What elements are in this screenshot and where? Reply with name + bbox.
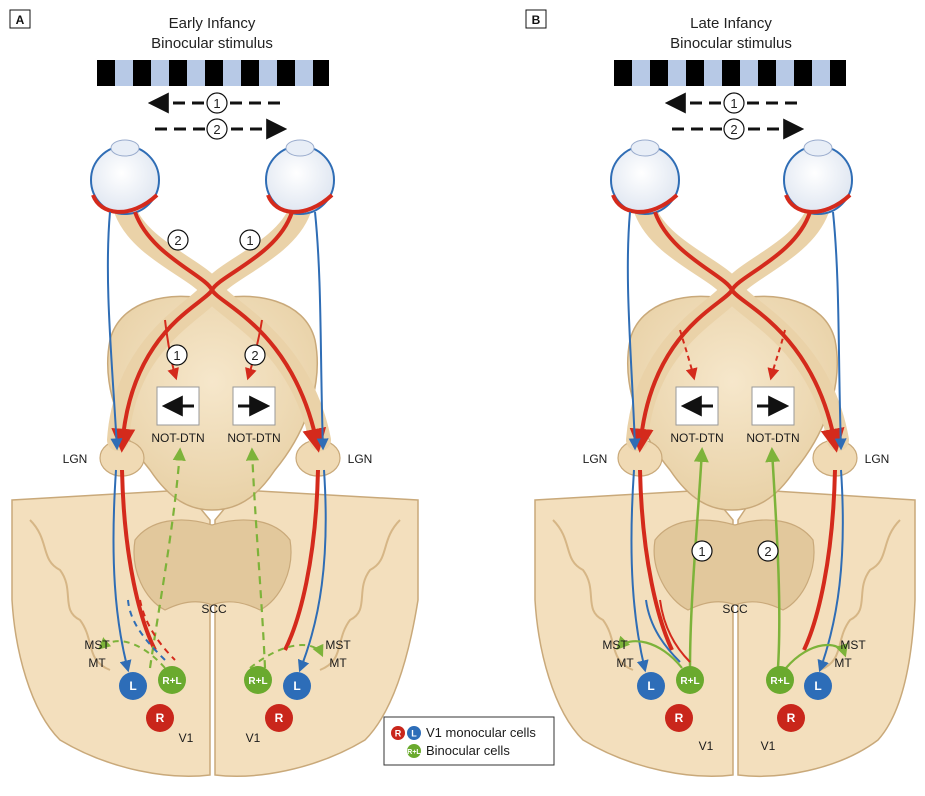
scc-label-b: SCC <box>722 602 748 616</box>
motion-arrow-2-icon-b: 2 <box>672 119 800 139</box>
not-dtn-label-right-b: NOT-DTN <box>746 431 799 445</box>
pathway-label-2: 2 <box>174 233 181 248</box>
svg-text:R: R <box>675 711 684 725</box>
mst-label-left-a: MST <box>84 638 110 652</box>
not-dtn-left-b <box>676 387 718 425</box>
panel-letter-b-box: B <box>526 10 546 28</box>
v1-label-right-b: V1 <box>761 739 776 753</box>
binocular-stimulus-bar-b <box>614 60 846 86</box>
scc-region <box>134 520 291 610</box>
svg-text:R: R <box>787 711 796 725</box>
legend: R L V1 monocular cells R+L Binocular cel… <box>384 717 554 765</box>
not-dtn-label-right-a: NOT-DTN <box>227 431 280 445</box>
not-label-1: 1 <box>173 348 180 363</box>
svg-text:1: 1 <box>730 96 737 111</box>
mt-label-right-a: MT <box>329 656 347 670</box>
v1-label-right-a: V1 <box>246 731 261 745</box>
svg-text:R+L: R+L <box>162 676 181 687</box>
panel-a-title-line1: Early Infancy <box>169 15 256 32</box>
lgn-label-left-b: LGN <box>583 452 608 466</box>
right-eye-icon <box>266 140 334 214</box>
not-dtn-left-a <box>157 387 199 425</box>
panel-b-title-line2: Binocular stimulus <box>670 35 792 52</box>
lgn-label-right-a: LGN <box>348 452 373 466</box>
svg-text:R+L: R+L <box>407 749 421 756</box>
scc-label-a: SCC <box>201 602 227 616</box>
mt-label-left-b: MT <box>616 656 634 670</box>
left-eye-icon-b <box>611 140 679 214</box>
not-dtn-right-b <box>752 387 794 425</box>
svg-text:R: R <box>275 711 284 725</box>
not-dtn-label-left-b: NOT-DTN <box>670 431 723 445</box>
svg-text:L: L <box>129 679 136 693</box>
brainstem-b <box>628 296 838 510</box>
pathway-label-1: 1 <box>246 233 253 248</box>
svg-text:L: L <box>647 679 654 693</box>
right-eye-icon-b <box>784 140 852 214</box>
mst-label-left-b: MST <box>602 638 628 652</box>
brainstem-a <box>108 296 318 510</box>
panel-b-title-line1: Late Infancy <box>690 15 772 32</box>
panel-a: A Early Infancy Binocular stimulus 1 2 <box>10 10 418 776</box>
not-dtn-right-a <box>233 387 275 425</box>
svg-text:R+L: R+L <box>680 676 699 687</box>
mst-label-right-b: MST <box>840 638 866 652</box>
panel-b: B Late Infancy Binocular stimulus 1 2 <box>526 10 915 776</box>
motion-arrow-1-icon-b: 1 <box>669 93 797 113</box>
panel-letter-a: A <box>16 13 25 27</box>
legend-binocular-text: Binocular cells <box>426 743 510 758</box>
svg-text:L: L <box>411 729 417 739</box>
panel-letter-b: B <box>532 13 541 27</box>
svg-text:R: R <box>156 711 165 725</box>
binocular-stimulus-bar <box>97 60 329 86</box>
motion-label-1: 1 <box>213 96 220 111</box>
scc-region-b <box>654 520 814 610</box>
svg-text:R+L: R+L <box>248 676 267 687</box>
lgn-label-left-a: LGN <box>63 452 88 466</box>
not-dtn-label-left-a: NOT-DTN <box>151 431 204 445</box>
panel-letter-a-box: A <box>10 10 30 28</box>
panel-a-title-line2: Binocular stimulus <box>151 35 273 52</box>
v1-label-left-b: V1 <box>699 739 714 753</box>
left-eye-icon <box>91 140 159 214</box>
motion-arrow-1-icon: 1 <box>152 93 280 113</box>
motion-label-2: 2 <box>213 122 220 137</box>
v1-label-left-a: V1 <box>179 731 194 745</box>
motion-arrow-2-icon: 2 <box>155 119 283 139</box>
lgn-label-right-b: LGN <box>865 452 890 466</box>
svg-text:L: L <box>293 679 300 693</box>
svg-text:L: L <box>814 679 821 693</box>
mt-label-left-a: MT <box>88 656 106 670</box>
legend-monocular-text: V1 monocular cells <box>426 725 536 740</box>
svg-text:R+L: R+L <box>770 676 789 687</box>
mt-label-right-b: MT <box>834 656 852 670</box>
cortical-label-2: 2 <box>764 544 771 559</box>
svg-text:R: R <box>395 729 402 739</box>
not-label-2: 2 <box>251 348 258 363</box>
cortical-label-1: 1 <box>698 544 705 559</box>
svg-text:2: 2 <box>730 122 737 137</box>
mst-label-right-a: MST <box>325 638 351 652</box>
